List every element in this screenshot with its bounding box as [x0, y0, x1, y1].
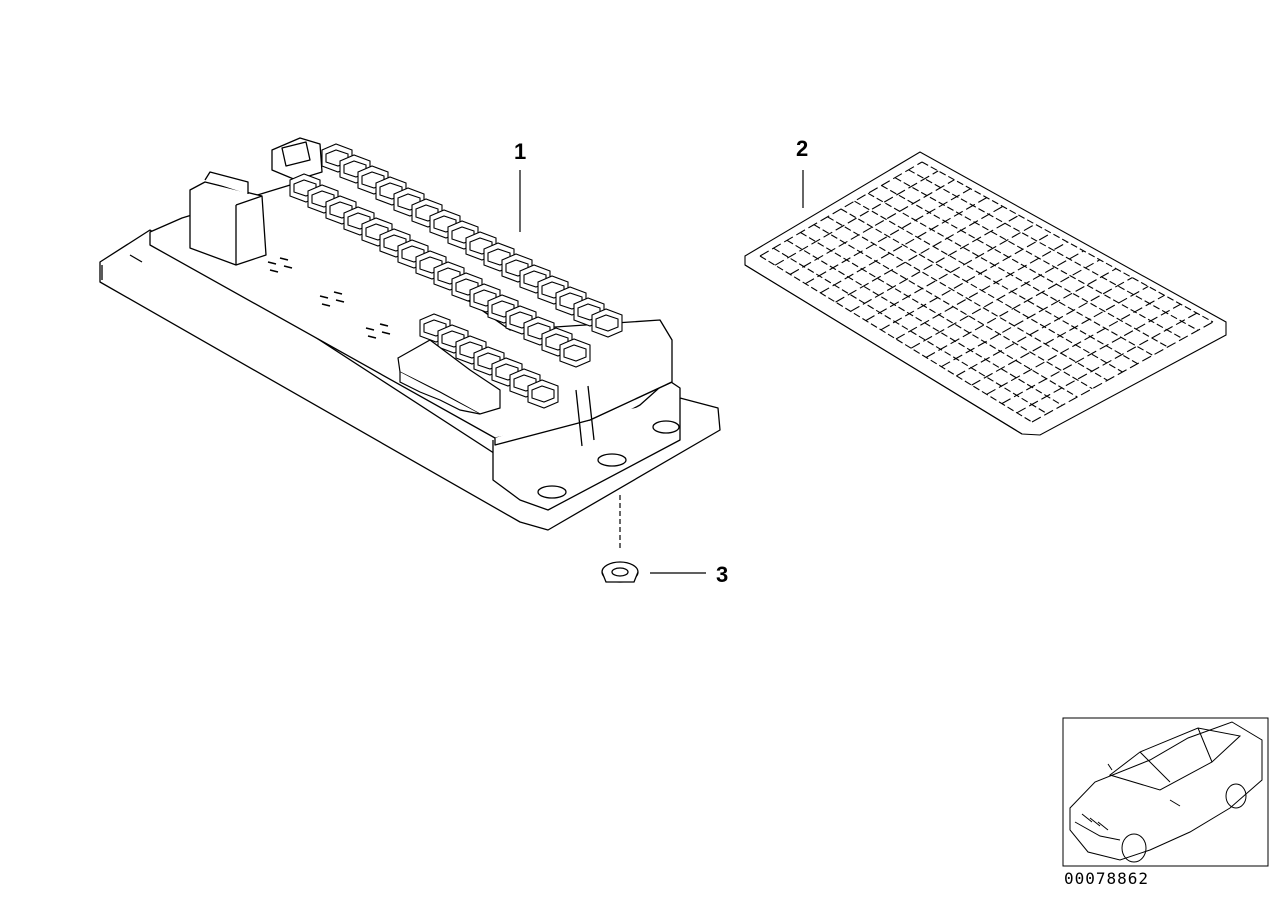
- label-grid-line: [759, 161, 923, 257]
- label-grid-line: [941, 268, 1117, 368]
- fuse: [591, 308, 623, 338]
- label-grid-line: [835, 205, 1004, 303]
- callout-3: 3: [716, 562, 728, 587]
- label-grid-line: [820, 197, 987, 294]
- label-grid-line: [895, 241, 1068, 340]
- label-grid-line: [1001, 303, 1181, 405]
- fuse-label-sheet[interactable]: [744, 151, 1227, 436]
- fuse-carrier: [397, 339, 501, 415]
- body-markings: [267, 257, 391, 339]
- label-grid-line: [774, 170, 939, 266]
- label-grid-line: [805, 188, 971, 285]
- label-grid-line: [971, 285, 1149, 386]
- document-number: 00078862: [1064, 869, 1150, 888]
- label-grid-line: [865, 223, 1036, 322]
- fuse: [527, 379, 559, 409]
- callout-1: 1: [514, 139, 526, 164]
- label-grid-line: [789, 179, 955, 275]
- callout-2: 2: [796, 136, 808, 161]
- label-grid-line: [1031, 321, 1214, 423]
- leader-lines: [519, 170, 804, 574]
- car-thumbnail-icon: [1062, 717, 1269, 867]
- label-grid-line: [880, 232, 1052, 331]
- fuse-array: [289, 143, 623, 409]
- label-grid-line: [850, 214, 1020, 312]
- label-grid-line: [986, 294, 1165, 395]
- label-grid-line: [956, 277, 1133, 377]
- label-grid-line: [1016, 312, 1198, 414]
- label-grid-line: [925, 259, 1101, 358]
- label-grid-line: [910, 250, 1084, 349]
- fuse: [559, 338, 591, 368]
- fuse-box[interactable]: [99, 137, 721, 531]
- nut[interactable]: [601, 561, 639, 583]
